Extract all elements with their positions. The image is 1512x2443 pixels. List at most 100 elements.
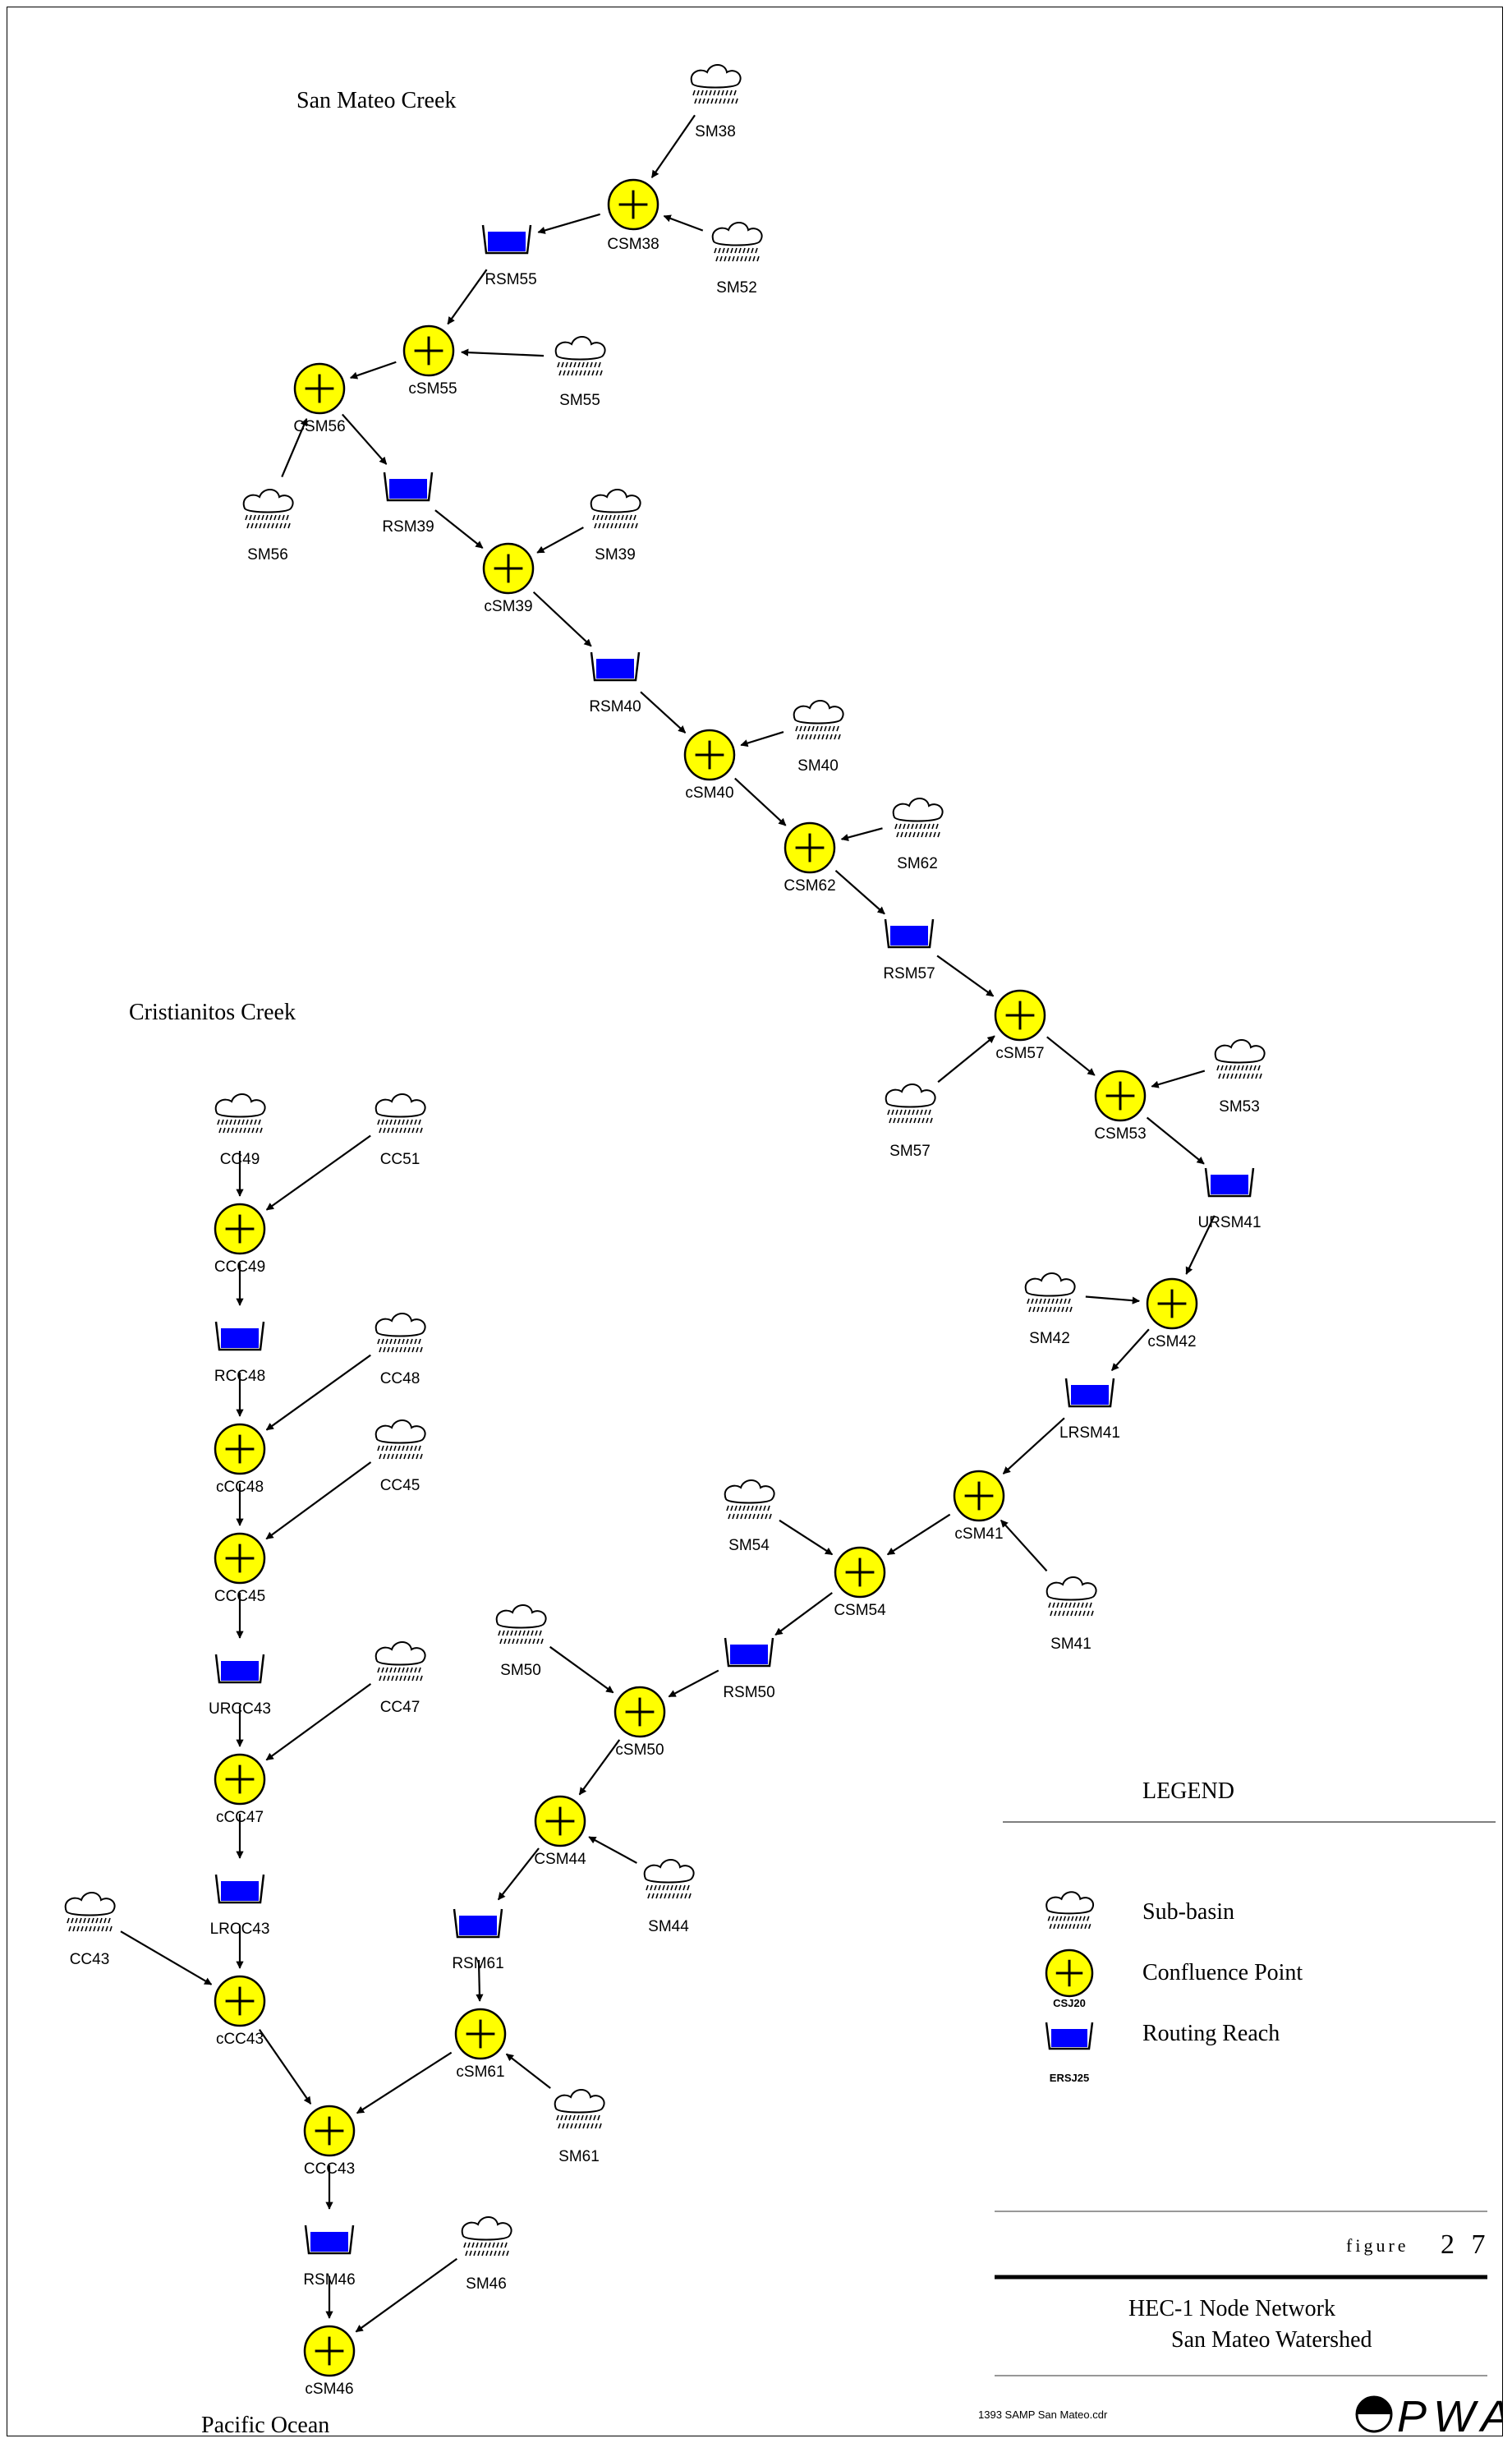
subbasin-cloud-icon-rain: [732, 1513, 735, 1520]
subbasin-cloud-icon-rain: [917, 831, 920, 838]
subbasin-cloud-icon-rain: [403, 1127, 407, 1134]
subbasin-cloud-icon-rain: [887, 1109, 890, 1116]
subbasin-cloud-icon-rain: [894, 823, 898, 830]
subbasin-cloud-icon-rain: [414, 1667, 417, 1673]
subbasin-cloud-icon-rain: [411, 1453, 415, 1460]
subbasin-cloud-icon-rain: [577, 2114, 580, 2121]
subbasin-cloud-icon-rain: [1062, 1610, 1065, 1617]
subbasin-cloud-icon-rain: [1047, 1916, 1051, 1921]
subbasin-cloud-icon-rain: [1031, 1298, 1034, 1304]
subbasin-cloud-icon-rain: [1245, 1065, 1248, 1071]
subbasin-cloud-icon-rain: [1064, 1298, 1067, 1304]
subbasin-cloud-icon-rain: [921, 1117, 925, 1124]
subbasin-cloud-icon-rain: [105, 1925, 108, 1932]
subbasin-cloud-icon-rain: [1055, 1916, 1059, 1921]
subbasin-cloud-icon-rain: [659, 1893, 663, 1899]
subbasin-cloud-icon-cloud: [1214, 1039, 1266, 1064]
node-csm62: CSM62: [784, 821, 836, 895]
node-label: CSM62: [784, 877, 835, 895]
subbasin-cloud-icon-rain: [251, 1127, 255, 1134]
subbasin-cloud-icon-rain: [498, 1630, 501, 1636]
routing-reach-icon: [890, 926, 928, 945]
subbasin-cloud-icon-rain: [418, 1667, 421, 1673]
subbasin-cloud-icon-rain: [275, 522, 278, 529]
subbasin-cloud-icon: [375, 1641, 426, 1682]
subbasin-cloud-icon-rain: [836, 725, 839, 732]
subbasin-cloud-icon-rain: [389, 1445, 393, 1452]
subbasin-cloud-icon-rain: [287, 522, 291, 529]
routing-reach-icon-rim: [214, 1321, 265, 1351]
subbasin-cloud-icon-rain: [710, 98, 714, 104]
subbasin-cloud-icon-rain: [586, 2123, 590, 2129]
subbasin-cloud-icon-rain: [469, 2250, 472, 2257]
node-label: SM52: [716, 279, 757, 297]
subbasin-cloud-icon-rain: [410, 1338, 413, 1345]
subbasin-cloud-icon-rain: [579, 370, 582, 376]
subbasin-cloud-icon-rain: [752, 255, 756, 262]
routing-reach-icon-rim: [1204, 1167, 1255, 1198]
subbasin-cloud-icon-rain: [477, 2250, 480, 2257]
legend-sublabel-confluence: CSJ20: [1053, 1997, 1086, 2009]
subbasin-cloud-icon-rain: [834, 734, 837, 740]
subbasin-cloud-icon-rain: [650, 1884, 653, 1891]
subbasin-cloud-icon-rain: [803, 725, 807, 732]
subbasin-cloud-icon-rain: [402, 1445, 405, 1452]
subbasin-cloud-icon-rain: [1055, 1298, 1059, 1304]
flow-arrow-sm38-to-csm38: [650, 114, 696, 178]
subbasin-cloud-icon-rain: [916, 1109, 919, 1116]
subbasin-cloud-icon-rain: [255, 522, 258, 529]
subbasin-cloud-icon-rain: [920, 1109, 923, 1116]
subbasin-cloud-icon-rain: [389, 1667, 393, 1673]
subbasin-cloud-icon-rain: [393, 1119, 397, 1125]
flow-arrow-csm50-to-csm44: [578, 1739, 621, 1796]
subbasin-cloud-icon-rain: [1080, 1923, 1083, 1930]
subbasin-cloud-icon-rain: [696, 90, 700, 96]
flow-arrow-csm54-to-rsm50: [774, 1592, 833, 1636]
subbasin-cloud-icon-rain: [387, 1127, 390, 1134]
subbasin-cloud-icon-rain: [599, 2123, 602, 2129]
node-label: cSM50: [615, 1741, 664, 1759]
subbasin-cloud-icon-rain: [617, 514, 620, 521]
subbasin-cloud-icon-rain: [724, 255, 727, 262]
subbasin-cloud-icon-rain: [684, 1893, 687, 1899]
subbasin-cloud-icon-rain: [1222, 1073, 1225, 1079]
subbasin-cloud-icon-rain: [399, 1346, 402, 1353]
subbasin-cloud-icon-rain: [76, 1925, 80, 1932]
subbasin-cloud-icon-rain: [218, 1127, 222, 1134]
subbasin-cloud-icon-rain: [387, 1675, 390, 1682]
network-nodes: SM38CSM38SM52RSM55cSM55SM55CSM56SM56RSM3…: [64, 64, 1266, 2398]
node-sm52: SM52: [711, 222, 763, 297]
node-label: cSM46: [305, 2381, 353, 2398]
node-csm42: cSM42: [1146, 1277, 1198, 1350]
node-cc43: CC43: [64, 1892, 116, 1968]
node-label: cSM39: [484, 598, 532, 615]
subbasin-cloud-icon-rain: [809, 734, 812, 740]
subbasin-cloud-icon-rain: [908, 1109, 911, 1116]
subbasin-cloud-icon-rain: [1230, 1073, 1234, 1079]
node-label: cCC47: [216, 1809, 264, 1826]
subbasin-cloud-icon-rain: [706, 98, 710, 104]
routing-reach-icon-rim: [481, 224, 532, 255]
subbasin-cloud-icon-rain: [594, 361, 597, 368]
subbasin-cloud-icon-rain: [254, 1119, 257, 1125]
node-label: CSM54: [834, 1602, 886, 1619]
subbasin-cloud-icon-rain: [250, 522, 254, 529]
node-sm56: SM56: [242, 489, 294, 564]
subbasin-cloud-icon-rain: [235, 1127, 238, 1134]
subbasin-cloud-icon-rain: [896, 831, 899, 838]
flow-arrow-csm61-to-ccc43: [356, 2051, 453, 2114]
subbasin-cloud-icon-rain: [734, 247, 738, 254]
subbasin-cloud-icon-rain: [406, 1338, 409, 1345]
subbasin-cloud-icon-rain: [237, 1119, 241, 1125]
node-sm39: SM39: [590, 489, 641, 564]
subbasin-cloud-icon-rain: [463, 2242, 466, 2248]
subbasin-cloud-icon-rain: [577, 361, 581, 368]
subbasin-cloud-icon-rain: [377, 1667, 380, 1673]
subbasin-cloud-icon: [892, 798, 944, 838]
subbasin-cloud-icon-rain: [467, 2242, 471, 2248]
subbasin-cloud-icon-rain: [1048, 1602, 1051, 1608]
subbasin-cloud-icon-rain: [258, 1119, 261, 1125]
routing-reach-icon: [459, 1916, 497, 1935]
subbasin-cloud-icon-rain: [516, 1638, 519, 1645]
node-ccc49: CCC49: [214, 1203, 266, 1276]
